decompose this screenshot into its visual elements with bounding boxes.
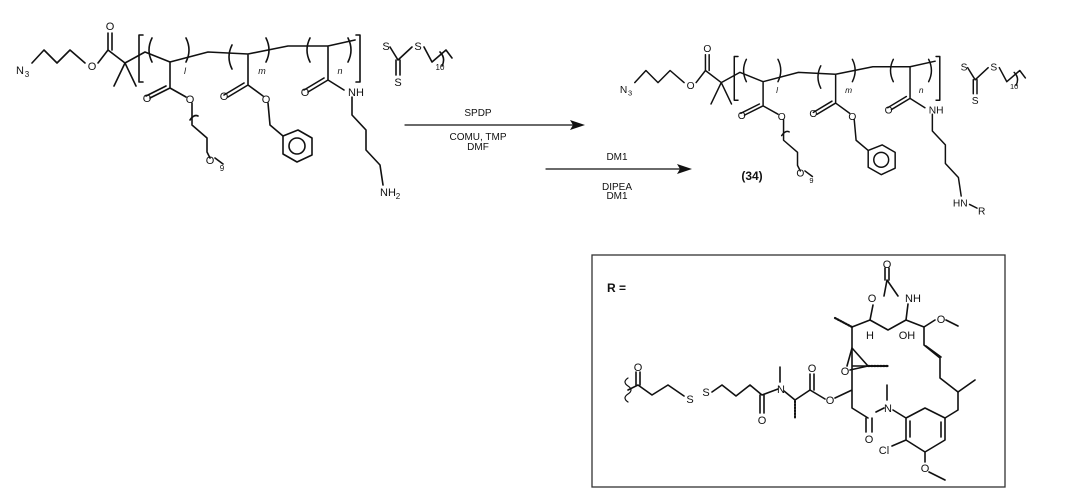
atom-nh2: NH: [380, 187, 396, 199]
solvent-dmf: DMF: [467, 142, 489, 153]
r-group-label: R =: [607, 281, 626, 295]
atom-o: O: [809, 109, 817, 120]
subscript: 9: [809, 176, 813, 185]
atom-n: N: [620, 85, 627, 96]
atom-o: O: [868, 293, 877, 305]
bond-skeleton: [634, 53, 1027, 197]
atom-s: S: [414, 41, 421, 53]
reagent-spdp: SPDP: [464, 108, 492, 119]
aromatic-circle: [288, 137, 306, 155]
subscript-l: l: [184, 66, 187, 76]
aromatic-circle: [873, 151, 890, 168]
atom-cl: Cl: [879, 445, 889, 457]
polymer-bracket: [138, 34, 361, 83]
atom-o: O: [220, 91, 229, 103]
atom-o: O: [778, 112, 786, 123]
atom-o: O: [826, 395, 835, 407]
subscript-n: n: [337, 66, 342, 76]
atom-n: N: [16, 65, 24, 77]
atom-o: O: [796, 169, 804, 180]
attachment-wavy-bond: [624, 377, 632, 403]
atom-o: O: [634, 362, 643, 374]
atom-oh: OH: [899, 330, 916, 342]
atom-o: O: [703, 44, 711, 55]
atom-o: O: [738, 111, 746, 122]
reagent-dipea: DIPEA: [602, 182, 632, 193]
atom-s: S: [394, 77, 401, 89]
atom-o: O: [841, 366, 850, 378]
atom-s: S: [702, 387, 709, 399]
reagent-dm1-2: DM1: [606, 191, 628, 202]
atom-o: O: [301, 87, 310, 99]
atom-s: S: [990, 63, 997, 74]
atom-s: S: [382, 41, 389, 53]
subscript: 10: [1010, 82, 1018, 91]
subscript: 2: [396, 192, 401, 201]
subscript: 3: [628, 89, 632, 98]
subscript: 10: [436, 63, 445, 72]
benzene-ring: [867, 144, 896, 176]
atom-nh: NH: [348, 87, 364, 99]
arrowhead-icon: [570, 120, 585, 130]
atom-n: N: [777, 384, 785, 396]
subscript-m: m: [258, 66, 266, 76]
subscript-l: l: [776, 85, 779, 95]
repeat-unit-parens: [742, 58, 1019, 178]
atom-hn: HN: [953, 198, 968, 209]
atom-o: O: [865, 434, 874, 446]
atom-s: S: [686, 394, 693, 406]
subscript: 9: [220, 164, 225, 173]
bond-skeleton: [31, 32, 453, 186]
subscript: 3: [25, 70, 30, 79]
atom-o: O: [921, 463, 930, 475]
atom-o: O: [262, 94, 271, 106]
repeat-unit-parens: [148, 37, 445, 165]
reagent-comu-tmp: COMU, TMP: [449, 132, 506, 143]
atom-o: O: [186, 94, 195, 106]
atom-o: O: [143, 93, 152, 105]
subscript-n: n: [919, 85, 924, 95]
benzene-ring: [282, 129, 313, 163]
reaction-arrow-1: SPDP COMU, TMP DMF: [404, 108, 585, 153]
atom-o: O: [88, 61, 97, 73]
atom-o: O: [883, 259, 892, 271]
compound-number: (34): [741, 169, 762, 183]
atom-o: O: [106, 21, 115, 33]
polymer-bracket: [733, 55, 941, 102]
atom-nh: NH: [929, 105, 944, 116]
atom-s: S: [961, 63, 968, 74]
atom-r: R: [978, 207, 985, 218]
arrowhead-icon: [677, 164, 692, 174]
atom-o: O: [687, 81, 695, 92]
atom-o: O: [937, 314, 946, 326]
atom-n: N: [884, 403, 892, 415]
reagent-dm1: DM1: [606, 152, 628, 163]
atom-o: O: [758, 415, 767, 427]
reaction-arrow-2: DM1 DIPEA DM1: [545, 152, 692, 202]
atom-o: O: [808, 363, 817, 375]
subscript-m: m: [845, 85, 852, 95]
atom-h: H: [866, 330, 874, 342]
r-group-box: R = O S S O N O O O O NH H OH O O N O Cl…: [591, 254, 1006, 488]
atom-o: O: [848, 112, 856, 123]
atom-o: O: [885, 105, 893, 116]
atom-o: O: [206, 155, 215, 167]
atom-nh: NH: [905, 293, 921, 305]
atom-s: S: [972, 96, 979, 107]
